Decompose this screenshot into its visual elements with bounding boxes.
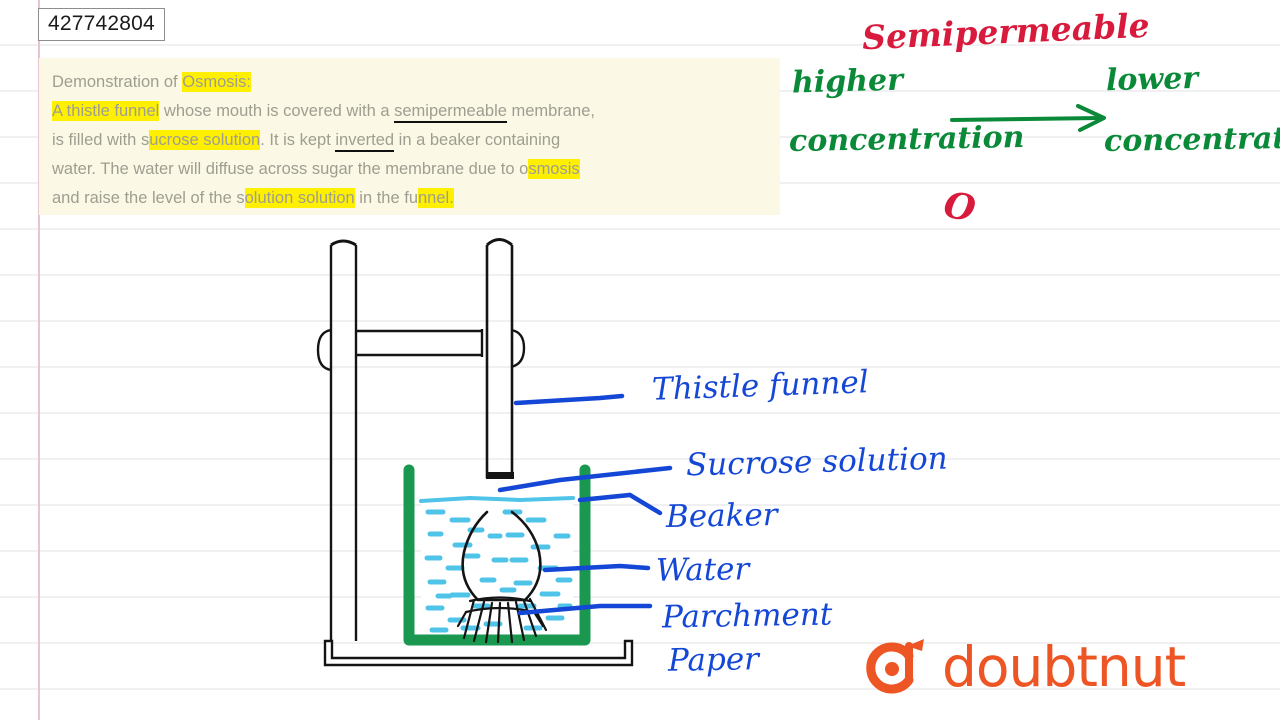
highlight-osmosis: Osmosis:	[182, 72, 251, 92]
highlight-funnel: nnel.	[418, 188, 454, 208]
stand-pole	[329, 245, 358, 641]
arrow-shaft	[950, 116, 1102, 122]
highlight-thistle-funnel: A thistle funnel	[52, 101, 160, 121]
question-id-box: 427742804	[38, 8, 165, 42]
stand-base	[323, 639, 634, 667]
funnel-tube	[485, 245, 514, 478]
question-line-5: and raise the level of the solution solu…	[52, 188, 454, 208]
parchment-paper	[456, 596, 548, 644]
highlight-osmosis-2: smosis	[528, 159, 580, 179]
stand-pole-top	[330, 239, 357, 247]
clamp-holder	[510, 328, 526, 369]
underline-inverted: inverted	[335, 131, 395, 152]
beaker-outline	[403, 464, 591, 646]
tube-band	[486, 472, 514, 479]
clamp-arm	[356, 329, 482, 357]
water-surface-line	[419, 495, 575, 503]
doubtnut-mark-icon	[866, 639, 924, 694]
question-line-4: water. The water will diffuse across sug…	[52, 159, 580, 179]
pointer-beaker	[577, 492, 663, 516]
pointer-water	[542, 563, 651, 573]
question-line-1: Demonstration of Osmosis:	[52, 72, 251, 92]
funnel-tube-top	[485, 238, 513, 247]
arrow-head-icon	[1076, 104, 1106, 132]
pointer-thistle-funnel	[513, 393, 625, 406]
pointer-parchment	[517, 603, 653, 616]
doubtnut-logo[interactable]: doubtnut	[866, 634, 1186, 699]
highlight-sucrose-solution: ucrose solution	[149, 130, 261, 150]
question-text: Demonstration of Osmosis: A thistle funn…	[52, 68, 782, 213]
highlight-solution: olution solution	[244, 188, 355, 208]
margin-line	[38, 0, 40, 720]
concentration-arrow	[950, 104, 1106, 132]
question-line-3: is filled with sucrose solution. It is k…	[52, 126, 782, 155]
stand-clamp-knob	[316, 328, 332, 372]
funnel-bulb	[461, 510, 542, 602]
question-text-panel: Demonstration of Osmosis: A thistle funn…	[39, 58, 780, 215]
underline-semipermeable: semipermeable	[394, 102, 507, 123]
doubtnut-wordmark: doubtnut	[942, 634, 1186, 699]
question-line-2: A thistle funnel whose mouth is covered …	[52, 97, 782, 126]
pointer-sucrose-solution	[497, 465, 673, 493]
